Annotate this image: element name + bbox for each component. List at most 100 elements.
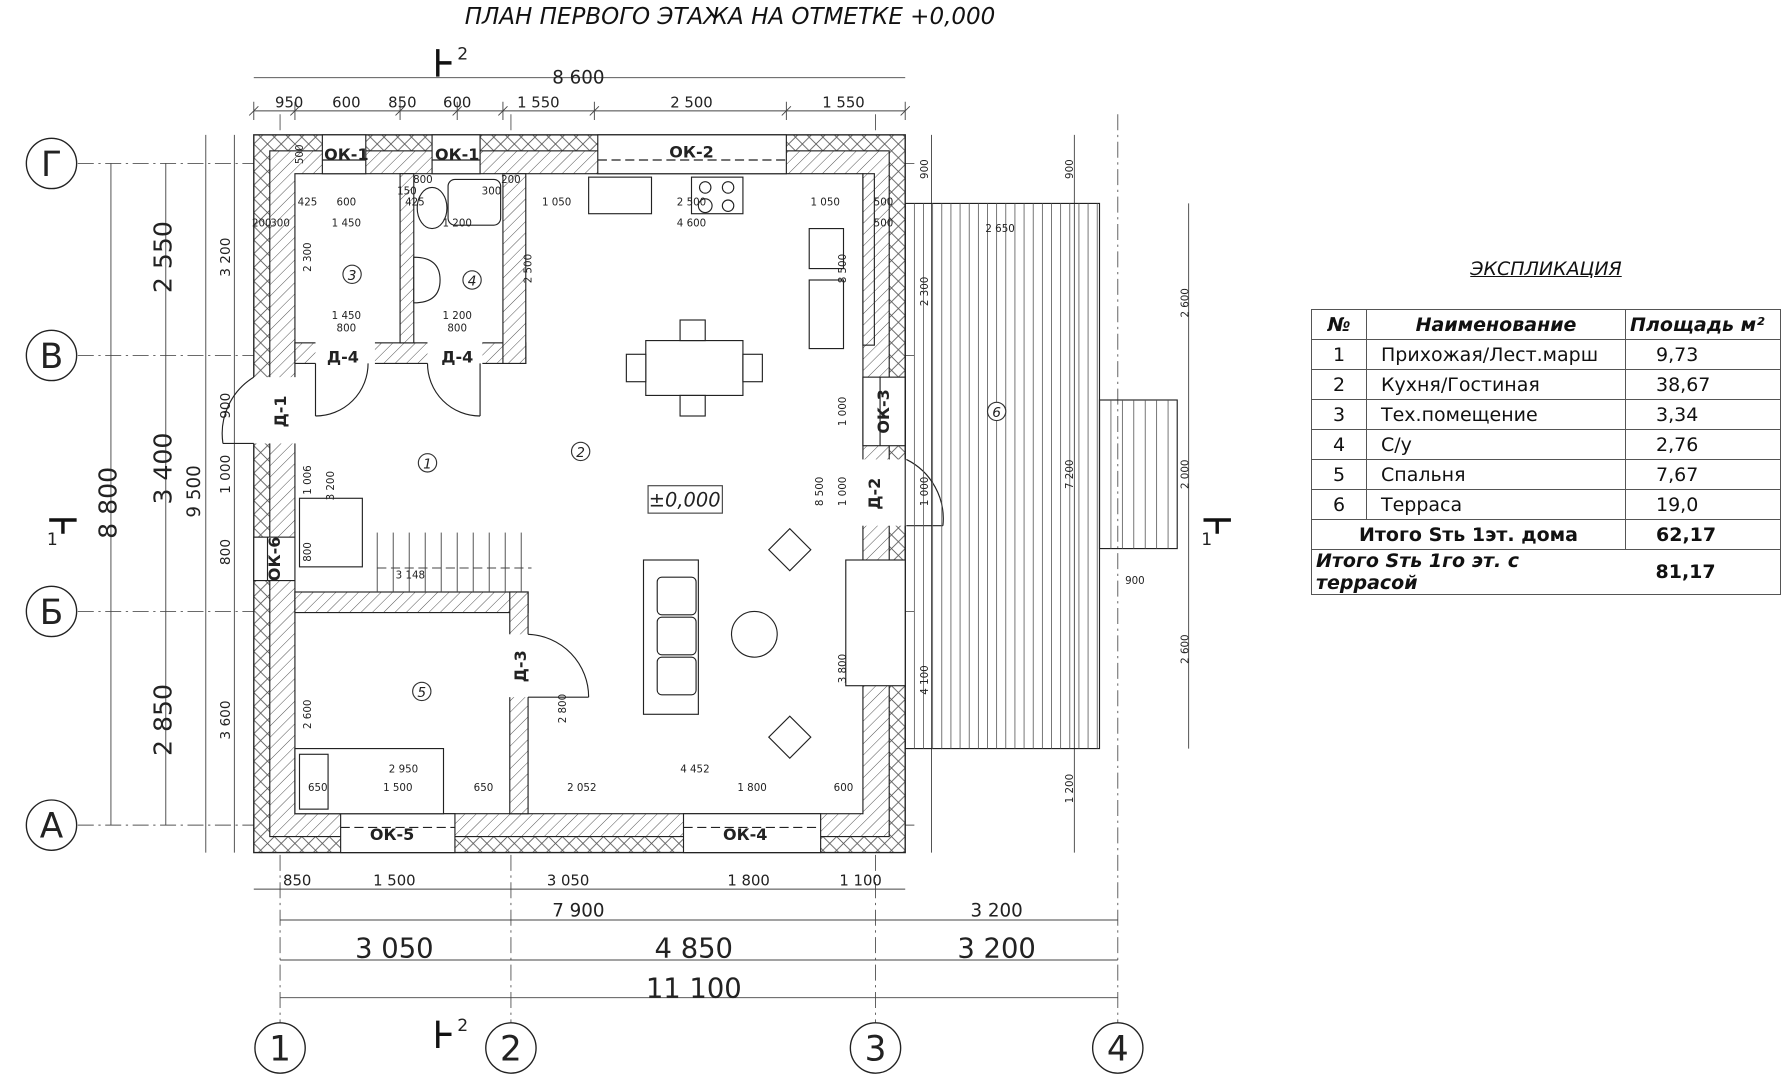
dimension-label: 300 bbox=[270, 217, 290, 229]
room-number: 1 bbox=[423, 457, 432, 473]
dimension-label: 2 500 bbox=[670, 93, 713, 111]
room-number: 6 bbox=[992, 405, 1001, 421]
dimension-label: 800 bbox=[447, 322, 467, 334]
dimension-label: 900 bbox=[1125, 575, 1145, 587]
dimension-label: 2 300 bbox=[919, 277, 931, 306]
opening-label: ОК-2 bbox=[669, 143, 713, 162]
dimension-label: 2 600 bbox=[1180, 634, 1192, 663]
dimension-label: 500 bbox=[874, 197, 894, 209]
stair-landing bbox=[298, 497, 363, 568]
dimension-label: 2 950 bbox=[389, 764, 418, 776]
axis-number: 4 bbox=[1107, 1030, 1129, 1070]
furniture bbox=[294, 176, 906, 815]
dimension-label: 1 450 bbox=[332, 217, 361, 229]
opening-label: ОК-5 bbox=[370, 825, 414, 844]
dimension-label: 4 850 bbox=[655, 934, 733, 965]
opening-label: ОК-4 bbox=[723, 825, 767, 844]
dimension-label: 1 800 bbox=[737, 782, 766, 794]
dimension-label: 1 100 bbox=[839, 872, 882, 890]
room-number-bubble bbox=[570, 441, 591, 462]
dimension-label: 1 200 bbox=[443, 310, 472, 322]
axis-bubble bbox=[849, 1022, 902, 1074]
dimension-label: 2 600 bbox=[1180, 288, 1192, 317]
opening-label: Д-4 bbox=[327, 347, 359, 366]
fireplace bbox=[808, 279, 845, 350]
dimension-label: 3 600 bbox=[218, 700, 234, 739]
axis-bubble bbox=[1091, 1022, 1144, 1074]
dimension-label: 900 bbox=[1064, 159, 1076, 179]
total-terrace-label: Итого Sть 1го эт. с террасой bbox=[1311, 549, 1626, 595]
walls bbox=[252, 134, 907, 854]
dimension-label: 3 200 bbox=[970, 901, 1022, 922]
dimension-label: 1 500 bbox=[373, 872, 416, 890]
dimension-label: 7 900 bbox=[552, 901, 604, 922]
total-terrace-row: Итого Sть 1го эт. с террасой 81,17 bbox=[1311, 549, 1781, 595]
dimension-label: 950 bbox=[275, 93, 303, 111]
total-house-value: 62,17 bbox=[1625, 519, 1781, 550]
opening-label: Д-2 bbox=[865, 478, 884, 510]
room-number: 2 bbox=[576, 445, 585, 461]
dimension-label: 1 200 bbox=[1064, 774, 1076, 803]
dimension-label: 200 bbox=[501, 174, 521, 186]
room-number: 3 bbox=[1311, 399, 1367, 430]
axis-bubble bbox=[25, 799, 78, 851]
dimension-label: 500 bbox=[874, 217, 894, 229]
axis-number: 1 bbox=[269, 1030, 291, 1070]
dimension-label: 11 100 bbox=[646, 974, 742, 1005]
dimension-label: 2 650 bbox=[985, 223, 1014, 235]
dimension-label: 8 500 bbox=[837, 254, 849, 283]
header-name: Наименование bbox=[1366, 309, 1626, 340]
room-number: 4 bbox=[468, 274, 477, 290]
section-mark bbox=[1203, 518, 1231, 534]
opening-label: Д-4 bbox=[441, 347, 473, 366]
dimension-label: 1 000 bbox=[218, 455, 234, 494]
room-area: 9,73 bbox=[1625, 339, 1781, 370]
dimension-label: 2 500 bbox=[677, 197, 706, 209]
dimension-label: 3 200 bbox=[957, 934, 1035, 965]
room-number-bubble bbox=[412, 681, 432, 702]
dimension-label: 1 000 bbox=[837, 397, 849, 426]
room-area: 7,67 bbox=[1625, 459, 1781, 490]
dimension-label: 1 000 bbox=[837, 477, 849, 506]
axis-number: 3 bbox=[865, 1030, 887, 1070]
total-house-row: Итого Sть 1эт. дома 62,17 bbox=[1311, 519, 1781, 550]
total-terrace-value: 81,17 bbox=[1625, 549, 1781, 595]
dimension-label: 425 bbox=[405, 197, 425, 209]
level-mark: ±0,000 bbox=[649, 488, 721, 511]
room-number: 1 bbox=[1311, 339, 1367, 370]
header-no: № bbox=[1311, 309, 1367, 340]
dimension-label: 3 050 bbox=[547, 872, 589, 890]
axis-bubble bbox=[25, 137, 78, 190]
axis-bubble bbox=[25, 329, 78, 382]
toilet bbox=[416, 186, 448, 230]
room-name: Прихожая/Лест.марш bbox=[1366, 339, 1626, 370]
dimension-lines bbox=[110, 77, 1190, 999]
dimension-label: 2 000 bbox=[1180, 460, 1192, 489]
staircase bbox=[376, 532, 532, 592]
dimension-label: 1 050 bbox=[811, 197, 840, 209]
section-mark-label: 1 bbox=[47, 530, 58, 550]
room-name: Кухня/Гостиная bbox=[1366, 369, 1626, 400]
axis-bubble bbox=[254, 1022, 306, 1074]
terrace-decking bbox=[904, 202, 1178, 750]
room-number: 5 bbox=[1311, 459, 1367, 490]
drawing-title: ПЛАН ПЕРВОГО ЭТАЖА НА ОТМЕТКЕ +0,000 bbox=[464, 4, 996, 30]
room-number-bubble bbox=[986, 401, 1007, 422]
dimension-label: 1 006 bbox=[302, 465, 314, 494]
dimension-label: 600 bbox=[834, 782, 854, 794]
dimension-label: 300 bbox=[482, 185, 502, 197]
dimension-label: 8 600 bbox=[552, 67, 604, 88]
section-mark-label: 1 bbox=[1201, 530, 1212, 550]
axis-letter: В bbox=[40, 337, 64, 377]
armchair bbox=[767, 527, 812, 572]
opening-label: ОК-1 bbox=[324, 145, 368, 164]
dimension-label: 3 050 bbox=[355, 934, 433, 965]
room-number-bubble bbox=[342, 264, 362, 284]
